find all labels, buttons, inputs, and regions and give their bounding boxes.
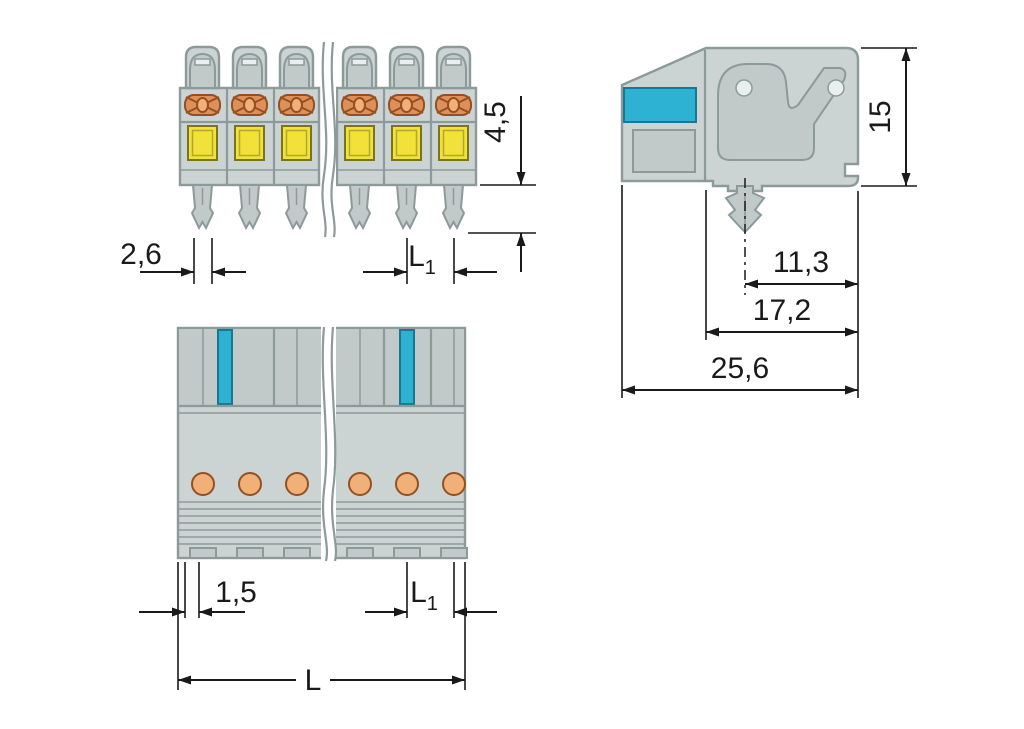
break-line <box>321 326 328 562</box>
dim-label-housing-depth: 17,2 <box>753 294 811 327</box>
wire-entry <box>285 472 309 496</box>
bottom-view <box>176 326 468 562</box>
dim-label-pin-to-edge: 11,3 <box>773 246 829 279</box>
edge-tab <box>189 547 217 559</box>
dim-pin-length: 4,5 <box>468 96 536 272</box>
dim-total-depth: 25,6 <box>621 185 858 398</box>
break-line <box>330 326 337 562</box>
wire-entry <box>348 472 372 496</box>
dim-label-side-height: 15 <box>864 100 897 133</box>
pole-3 <box>277 45 316 230</box>
dim-label-front-pitch: L1 <box>408 240 436 279</box>
edge-tab <box>393 547 421 559</box>
mating-end-recess <box>632 129 696 173</box>
housing-hole <box>827 79 845 97</box>
edge-tab <box>236 547 264 559</box>
edge-tab <box>283 547 311 559</box>
pole-2 <box>230 45 269 230</box>
wire-entry <box>238 472 262 496</box>
coding-strip <box>623 87 697 123</box>
coding-slot <box>217 329 233 405</box>
dim-front-offset: 2,6 <box>120 238 246 284</box>
pole-5 <box>387 45 426 230</box>
dim-bottom-wall: 1,5 <box>139 562 257 618</box>
dim-label-bottom-wall: 1,5 <box>215 576 257 609</box>
pole-1 <box>183 45 222 230</box>
pole-6 <box>434 45 473 230</box>
housing-hole <box>735 79 753 97</box>
dim-side-height: 15 <box>861 47 917 187</box>
dim-pin-to-edge: 11,3 <box>745 191 859 398</box>
dim-label-total-depth: 25,6 <box>711 352 769 385</box>
dim-total-length: L <box>177 562 466 697</box>
edge-tab <box>440 547 468 559</box>
dim-label-pin-length: 4,5 <box>479 101 512 143</box>
break-line <box>321 41 328 238</box>
dim-label-total-length: L <box>305 664 322 697</box>
dim-label-front-offset: 2,6 <box>120 238 162 271</box>
break-line <box>330 41 337 238</box>
dim-label-bottom-pitch: L1 <box>410 576 438 615</box>
side-view <box>620 46 860 295</box>
dim-bottom-pitch: L1 <box>365 562 497 618</box>
wire-entry <box>395 472 419 496</box>
pole-4 <box>340 45 379 230</box>
dim-front-pitch: L1 <box>363 238 497 284</box>
coding-slot <box>399 329 415 405</box>
wire-entry <box>191 472 215 496</box>
front-view <box>178 41 478 238</box>
dim-housing-depth: 17,2 <box>705 190 858 340</box>
wire-entry <box>442 472 466 496</box>
edge-tab <box>346 547 374 559</box>
